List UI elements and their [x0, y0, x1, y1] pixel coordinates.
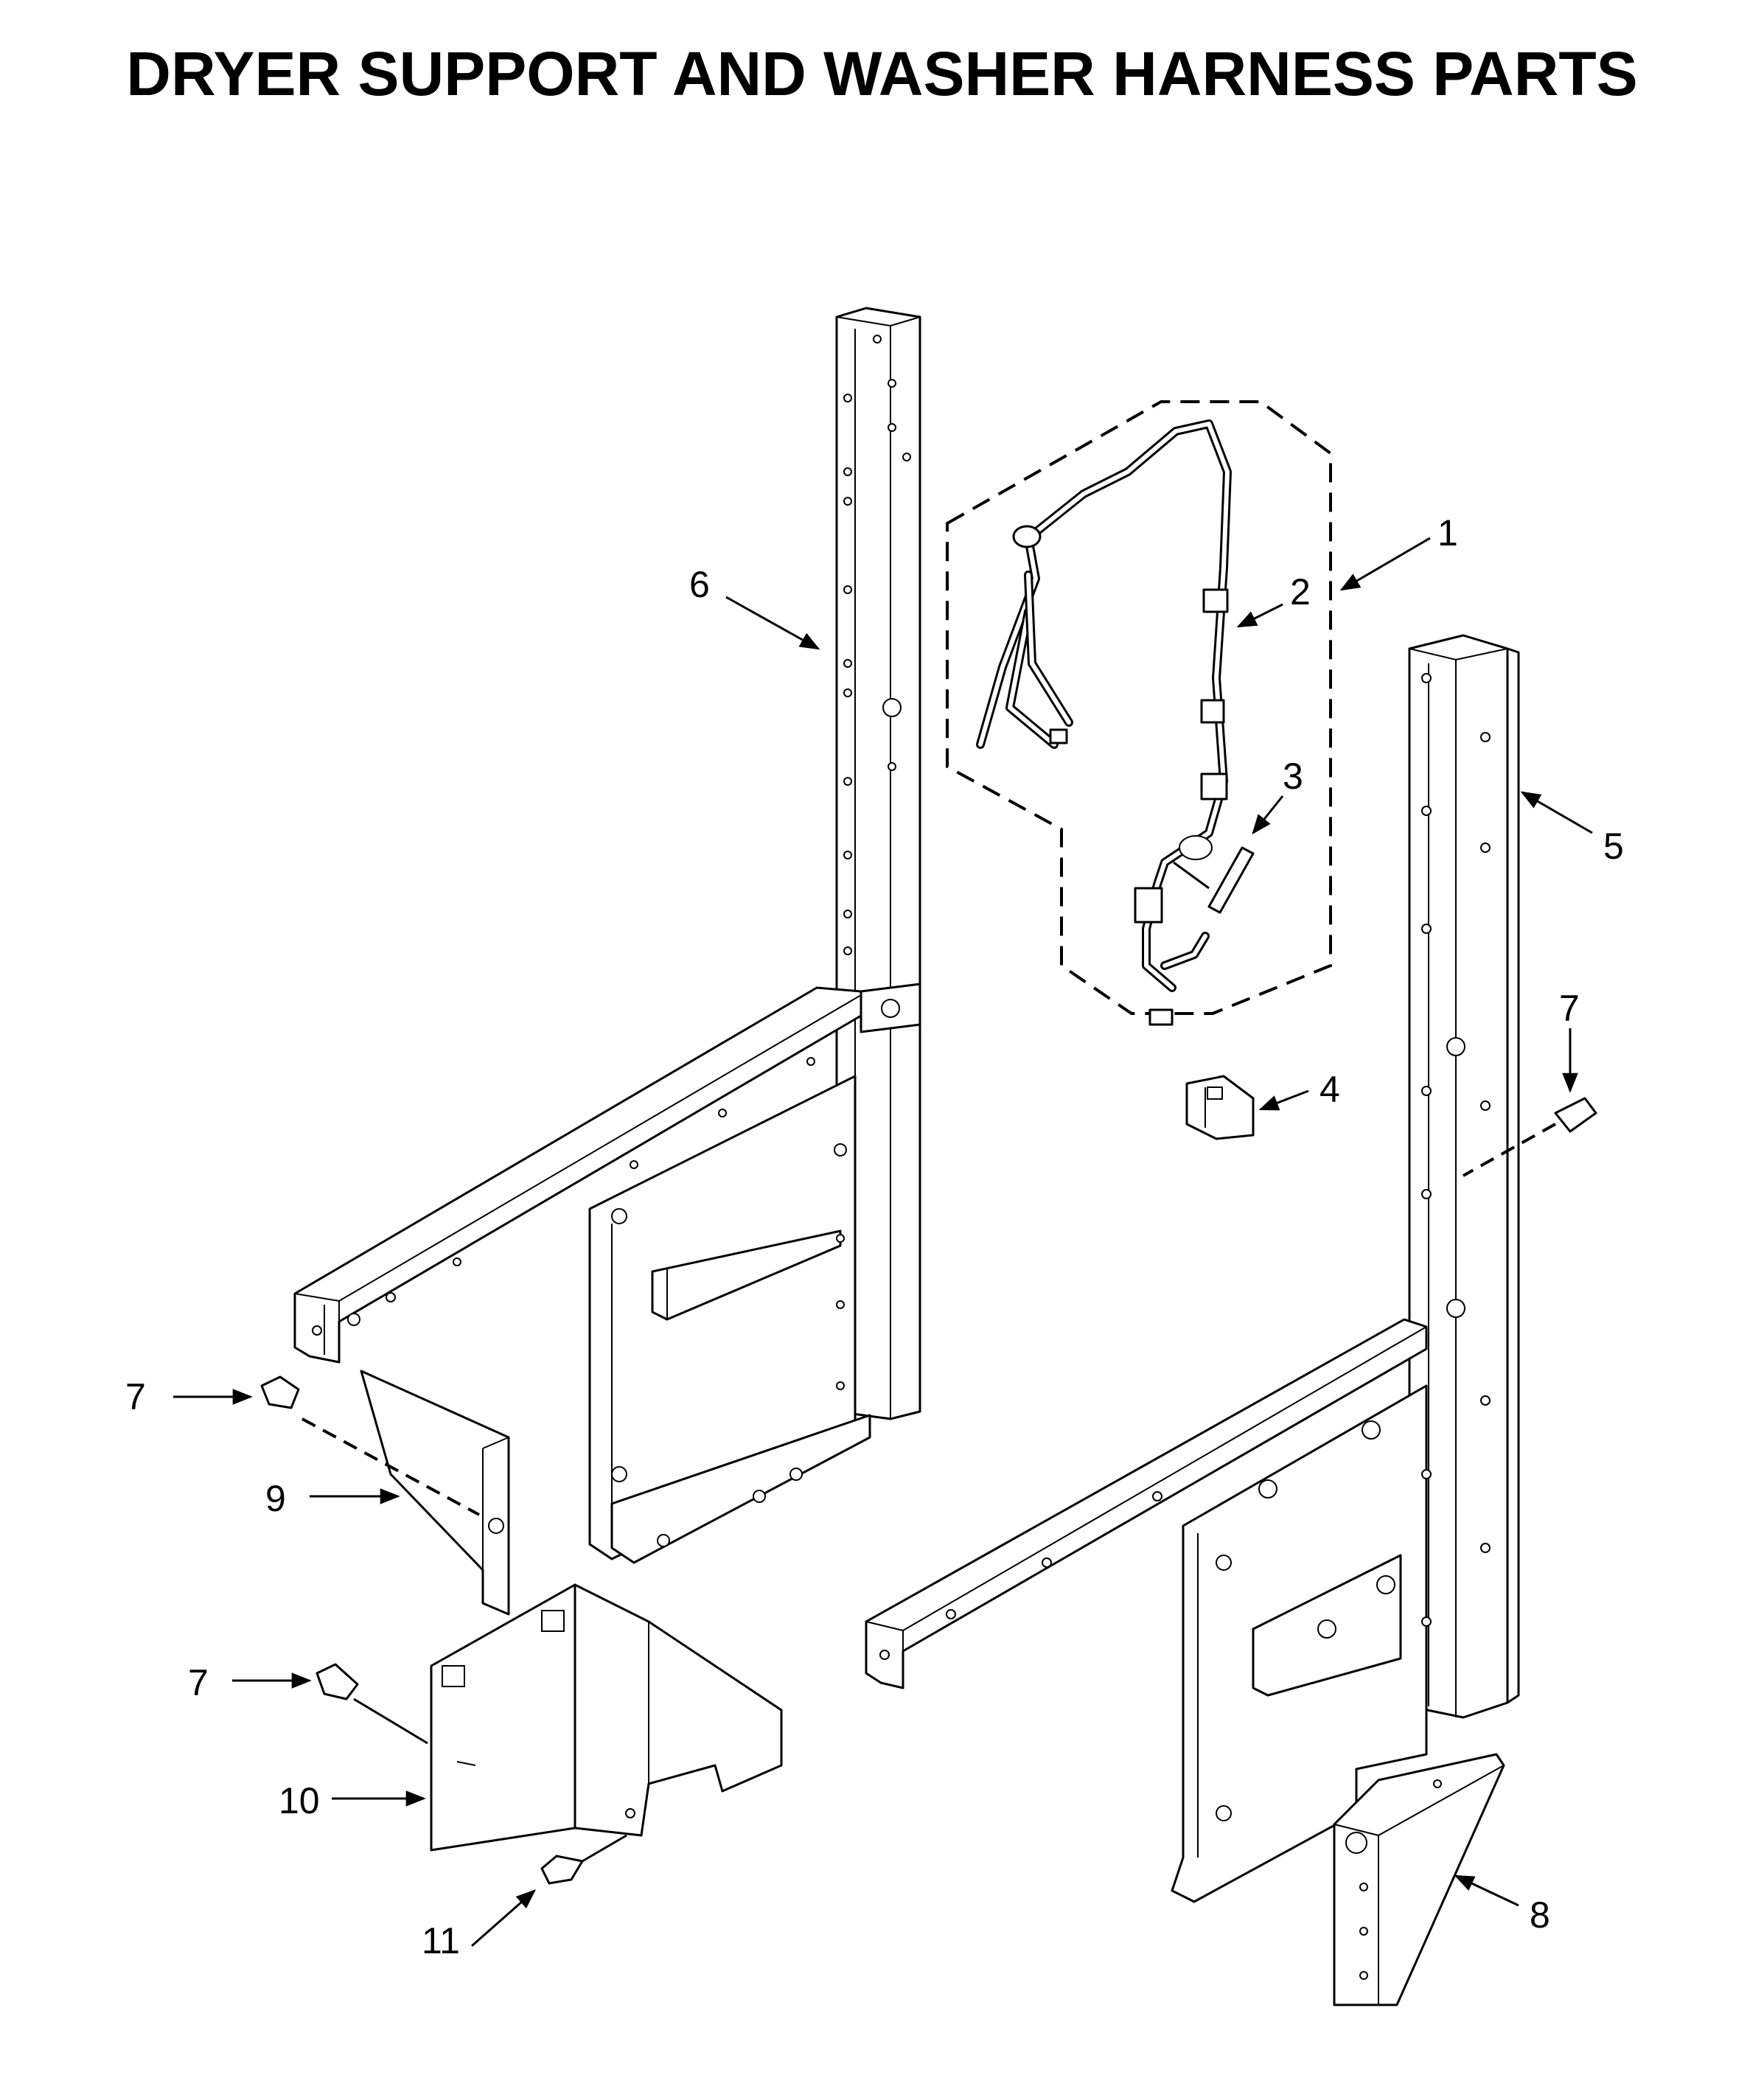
callout-10: 10 [279, 1780, 320, 1821]
callout-7-lower: 7 [188, 1662, 209, 1703]
bracket-9 [360, 1370, 510, 1616]
screw-7b [1463, 1097, 1597, 1177]
callout-9: 9 [265, 1478, 286, 1519]
connector-pin [1207, 846, 1255, 914]
right-dryer-support [865, 634, 1520, 1903]
screw-7c [316, 1663, 428, 1745]
harness-clip [1185, 1075, 1255, 1140]
callout-3: 3 [1283, 756, 1303, 797]
callout-5: 5 [1603, 826, 1624, 867]
callout-11: 11 [422, 1920, 460, 1961]
screw-11 [540, 1834, 627, 1885]
callout-4: 4 [1319, 1069, 1340, 1110]
screw-7a [260, 1375, 480, 1516]
callout-8: 8 [1530, 1894, 1550, 1936]
wire-harness [976, 419, 1232, 1026]
page-title: DRYER SUPPORT AND WASHER HARNESS PARTS [126, 39, 1638, 108]
callout-7-right: 7 [1559, 988, 1580, 1029]
callout-1: 1 [1437, 512, 1458, 554]
bracket-10 [430, 1583, 783, 1852]
callout-2: 2 [1290, 571, 1311, 613]
callout-7-left: 7 [125, 1376, 146, 1417]
bracket-8 [1333, 1753, 1505, 2006]
left-dryer-support [293, 307, 921, 1564]
harness-kit-boundary [946, 400, 1332, 1015]
callout-6: 6 [689, 564, 710, 605]
